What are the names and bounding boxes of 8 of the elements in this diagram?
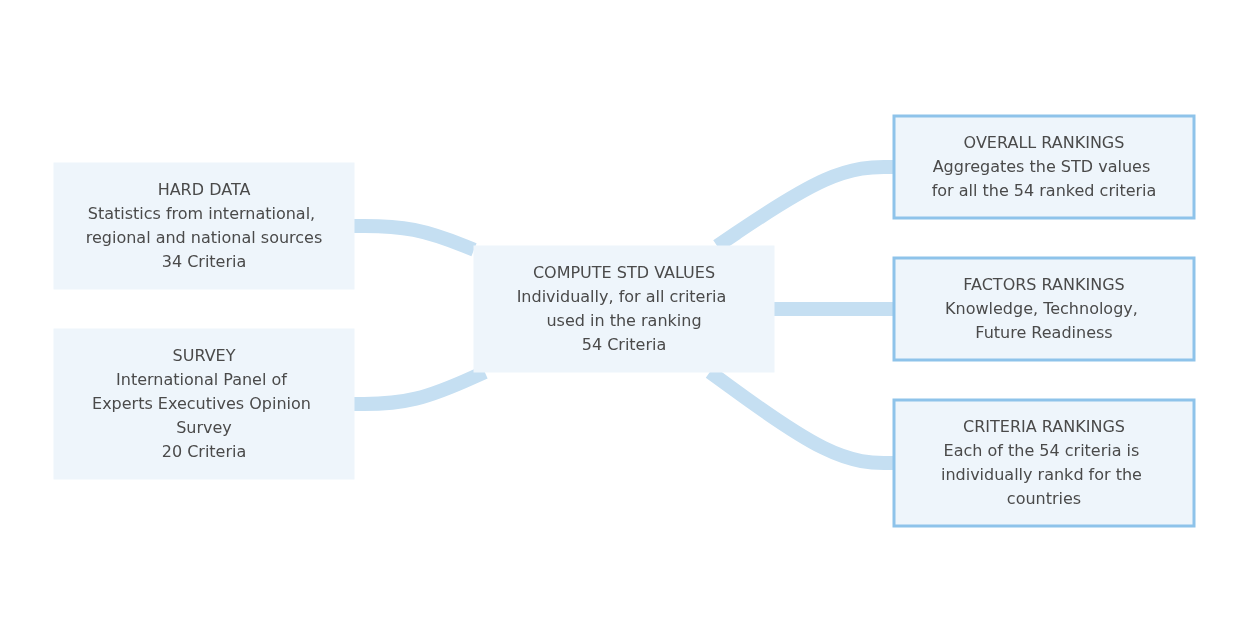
- node-box: OVERALL RANKINGS Aggregates the STD values for all the 54 ranked criteria: [892, 114, 1196, 220]
- node-box: SURVEY International Panel of Experts Executives Opinion Survey 20 Criteria: [53, 328, 355, 480]
- connector: [354, 219, 477, 257]
- node-box: FACTORS RANKINGS Knowledge, Technology, Future Readiness: [892, 256, 1196, 362]
- node-box: COMPUTE STD VALUES Individually, for all criteria used in the ranking 54 Criteria: [473, 245, 775, 373]
- node-box: HARD DATA Statistics from international, regional and national sources 34 Criteria: [53, 162, 355, 290]
- connector: [774, 302, 894, 316]
- node-box: CRITERIA RANKINGS Each of the 54 criteria is individually rankd for the countries: [892, 398, 1196, 528]
